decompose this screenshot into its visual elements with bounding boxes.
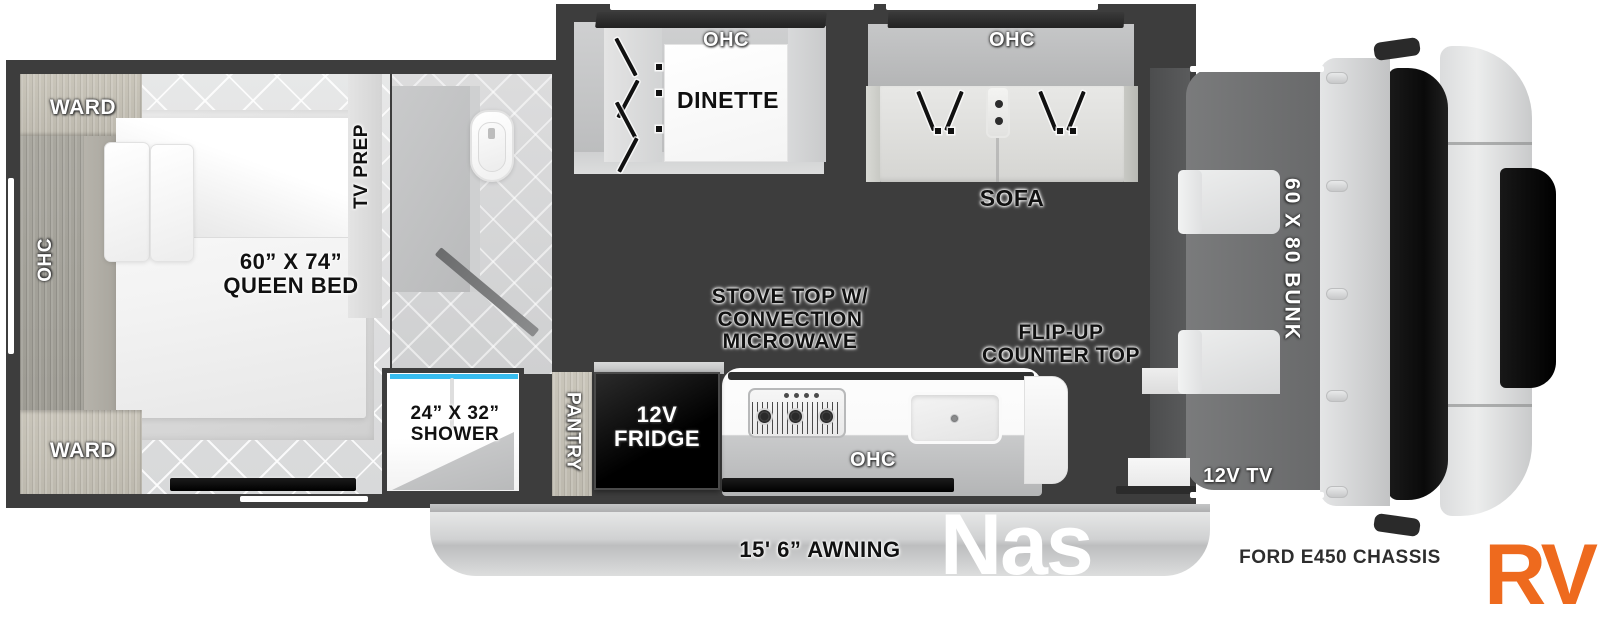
galley-countertop-trim [728, 372, 1034, 380]
sofa-label: SOFA [979, 185, 1045, 211]
tv-12v-label: 12V TV [1203, 465, 1273, 487]
cab-seat-back-driver [1178, 170, 1202, 234]
stove-knob-4 [814, 393, 819, 398]
overhead-cabinet-bedroom [20, 132, 84, 414]
cab-seat-passenger [1196, 330, 1280, 394]
overhead-cabinet-galley-bar [722, 478, 954, 492]
cab-front-panel [1320, 58, 1390, 506]
overhead-cabinet-sofa-bar [887, 12, 1125, 28]
dinette-seat-right [788, 26, 826, 162]
front-grille [1500, 168, 1556, 388]
sofa-console [986, 86, 1010, 138]
pillow-left [104, 142, 150, 262]
cab-strip-top [1190, 66, 1324, 72]
stove-knob-3 [804, 393, 809, 398]
toilet-flush-button [488, 128, 495, 139]
cab-strip-bottom [1190, 492, 1324, 498]
windshield [1388, 68, 1448, 500]
sink-drain [950, 414, 959, 423]
burner-right [818, 408, 835, 425]
sofa-cupholder-2 [995, 117, 1003, 125]
cab-seat-back-passenger [1178, 330, 1202, 394]
wardrobe-top-label: WARD [49, 96, 117, 119]
sofa-belt-buckle-2a [1057, 128, 1063, 134]
sofa-belt-buckle-1b [948, 128, 954, 134]
burner-left [756, 408, 773, 425]
cab-over-bunk [1186, 68, 1336, 490]
bedroom-strip-bottom [240, 496, 368, 502]
bunk-label: 60 X 80 BUNK [1280, 178, 1304, 341]
ohc-dinette-label: OHC [703, 29, 749, 51]
sofa-belt-buckle-2b [1070, 128, 1076, 134]
sofa-cupholder-1 [995, 100, 1003, 108]
cab-clip-5 [1326, 486, 1348, 498]
flip-up-counter-label: FLIP-UP COUNTER TOP [982, 321, 1140, 367]
cab-seat-driver [1196, 170, 1280, 234]
cab-clip-4 [1326, 390, 1348, 402]
shower-label: 24” X 32” SHOWER [410, 403, 500, 445]
awning-label: 15' 6” AWNING [739, 537, 901, 562]
awning [430, 508, 1210, 576]
dinette-belt-buckle-3 [656, 126, 662, 132]
watermark-text: Nas [940, 497, 1094, 593]
burner-center [787, 408, 804, 425]
awning-rail [430, 504, 1210, 512]
stove-label: STOVE TOP W/ CONVECTION MICROWAVE [711, 285, 869, 354]
fridge-top-trim [594, 362, 724, 374]
wardrobe-bottom-label: WARD [49, 439, 117, 462]
side-mirror-passenger [1372, 512, 1422, 538]
side-mirror-driver [1372, 36, 1422, 62]
flip-up-counter [1024, 376, 1068, 484]
ohc-bedroom-label: OHC [35, 238, 56, 282]
fridge-label: 12V FRIDGE [613, 402, 701, 451]
entry-threshold [1116, 486, 1196, 494]
tv-prep-label: TV PREP [351, 124, 372, 209]
chassis-label: FORD E450 CHASSIS [1239, 547, 1441, 568]
ohc-sofa-label: OHC [989, 29, 1035, 51]
roof-strip-right [886, 2, 1098, 10]
pillow-right [150, 144, 194, 262]
sofa-arm-left [866, 86, 880, 182]
hood-seam-bottom [1448, 404, 1532, 407]
pantry-label: PANTRY [562, 392, 584, 471]
stove-knob-2 [794, 393, 799, 398]
sofa-overhead-cabinet [868, 24, 1134, 90]
shower-door [450, 378, 454, 430]
bathroom-vanity [392, 86, 470, 292]
dinette-label: DINETTE [677, 87, 779, 113]
queen-bed-label: 60” X 74” QUEEN BED [223, 249, 359, 298]
stove-knob-1 [784, 393, 789, 398]
sofa-belt-buckle-1a [935, 128, 941, 134]
cab-clip-3 [1326, 288, 1348, 300]
cab-clip-2 [1326, 180, 1348, 192]
dinette-belt-buckle-2 [656, 90, 662, 96]
wardrobe-bottom [20, 410, 142, 494]
cab-side-wall [1150, 68, 1190, 490]
bedroom-window [8, 178, 14, 354]
sofa-arm-right [1124, 86, 1138, 182]
refrigerator [594, 372, 720, 490]
watermark-rv-logo: RV [1484, 527, 1598, 617]
bathroom-partition [470, 86, 480, 292]
roof-strip-left [610, 2, 874, 10]
bed-foot-base [170, 478, 356, 491]
overhead-cabinet-dinette-bar [595, 12, 827, 28]
dinette-table [664, 44, 788, 162]
dinette-belt-buckle-1 [656, 64, 662, 70]
pantry-cabinet [552, 372, 592, 496]
hood-seam-top [1448, 142, 1532, 145]
tv-prep-wall [348, 74, 382, 318]
shower-top-rail [390, 374, 518, 379]
cab-clip-1 [1326, 72, 1348, 84]
ohc-galley-label: OHC [850, 449, 896, 471]
